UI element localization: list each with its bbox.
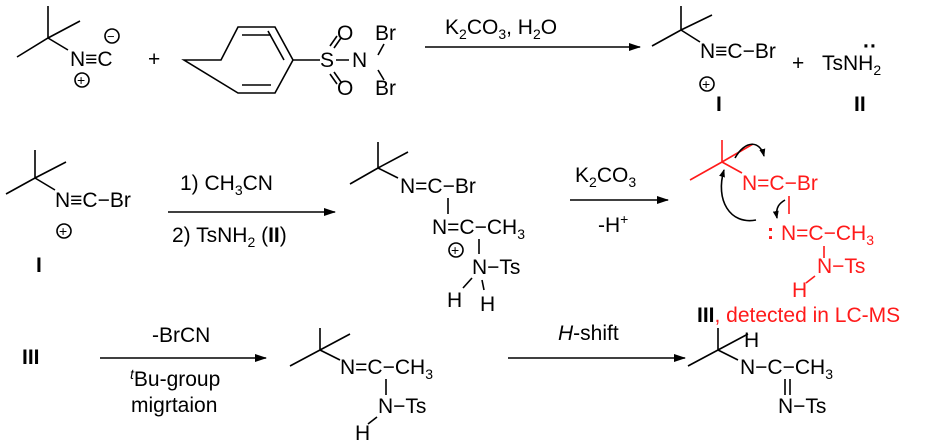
plus-charge: +: [77, 72, 85, 88]
oxygen-top: O: [337, 22, 353, 45]
III-caption: III, detected in LC-MS: [697, 304, 900, 327]
oxygen-bottom: O: [337, 77, 353, 100]
conditions-step2-top: 1) CH3CN: [180, 172, 273, 198]
h-shift-label: H-shift: [558, 322, 619, 345]
tsnbr2-reagent: S O O N Br Br: [181, 22, 396, 100]
minus-charge: −: [107, 29, 115, 44]
bromine-top: Br: [375, 22, 396, 45]
plus-charge: +: [702, 76, 710, 92]
isocyanide-label: N≡C: [70, 48, 113, 71]
conditions-step1: K2CO3, H2O: [445, 16, 557, 42]
deprotonation-label: -H+: [598, 211, 628, 237]
III-row3: N−Ts: [817, 255, 865, 278]
intermediate-row3: N−Ts: [472, 256, 520, 279]
lone-pair: :: [767, 221, 774, 244]
sulfur-atom: S: [320, 49, 334, 72]
conditions-step3-top: -BrCN: [152, 324, 210, 347]
product-amidine-1: N=C−CH3 N−Ts H: [289, 328, 433, 444]
curved-arrow-icon: [734, 143, 766, 159]
product2-row1: N−C−CH3: [740, 356, 833, 382]
minus-charge-icon: [104, 28, 120, 44]
plus-charge-icon: [56, 223, 72, 239]
curved-arrow-icon: [772, 199, 786, 219]
product2-row2: N−Ts: [778, 395, 826, 418]
III-row1: N=C−Br: [742, 172, 818, 195]
hydrogen: H: [744, 329, 759, 352]
intermediate-row2: N=C−CH3: [432, 216, 525, 242]
product1-row2: N−Ts: [378, 395, 426, 418]
plus-charge: +: [59, 223, 67, 239]
plus-sign: +: [792, 52, 804, 75]
curved-arrow-icon: [719, 169, 757, 222]
bromine-bottom: Br: [375, 77, 396, 100]
hydrogen: H: [792, 279, 807, 302]
product-I-formula: N≡C−Br: [700, 40, 776, 63]
product-amidine-2: H N−C−CH3 N−Ts: [687, 328, 833, 418]
nitrogen-atom: N: [352, 49, 367, 72]
plus-charge-icon: [699, 76, 715, 92]
plus-charge-icon: [74, 72, 90, 88]
reactant-I: N≡C−Br + I: [5, 150, 131, 277]
tsnh2-formula: TsNH2: [822, 52, 881, 78]
tert-butyl-isocyanide: N≡C − +: [16, 6, 120, 88]
compound-label-I: I: [716, 93, 722, 116]
product1-row1: N=C−CH3: [340, 356, 433, 382]
III-row2: N=C−CH3: [781, 222, 874, 248]
base-label: K2CO3: [575, 164, 636, 190]
compound-label-I: I: [36, 254, 42, 277]
compound-label-III: III: [22, 346, 40, 369]
intermediate-row1: N=C−Br: [400, 175, 476, 198]
product-I: N≡C−Br + I: [651, 6, 776, 116]
conditions-step2-bottom: 2) TsNH2 (II): [172, 224, 287, 250]
reactant-I-formula: N≡C−Br: [55, 189, 131, 212]
hydrogen: H: [447, 289, 462, 312]
intermediate-III: N=C−Br : N=C−CH3 N−Ts H III, detected in…: [689, 140, 900, 327]
conditions-step3-bottom: tBu-group: [130, 366, 220, 391]
hydrogen: H: [355, 422, 370, 444]
hydrogen: H: [480, 293, 495, 316]
compound-label-II: II: [854, 93, 866, 116]
product-II: TsNH2 ·· II: [822, 35, 881, 116]
conditions-step3-bottom2: migrtaion: [131, 394, 217, 417]
intermediate-amidinium: N=C−Br N=C−CH3 + N−Ts H H: [349, 142, 525, 316]
lone-pair: ··: [863, 35, 877, 58]
plus-charge: +: [451, 242, 459, 258]
plus-sign: +: [148, 48, 160, 71]
plus-charge-icon: [448, 242, 464, 258]
